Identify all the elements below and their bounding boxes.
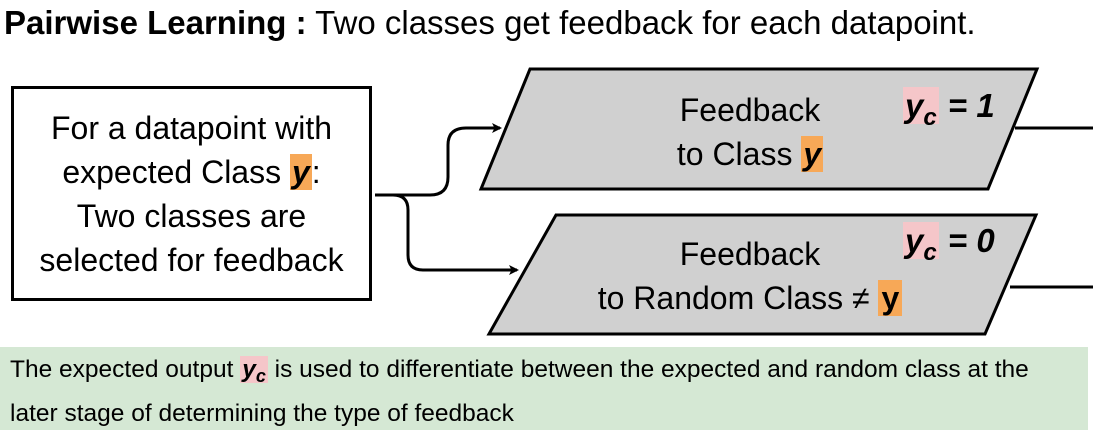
bottom-node-yc-value: = 0 bbox=[938, 222, 995, 259]
top-node-shape bbox=[478, 67, 1040, 191]
top-node-yc-tag: yc = 1 bbox=[903, 87, 995, 132]
arrow-to-top-node bbox=[375, 123, 502, 197]
top-node-label: Feedback to Class y bbox=[640, 88, 860, 176]
datapoint-line-4: selected for feedback bbox=[39, 241, 344, 278]
datapoint-line-2: expected Class y: bbox=[62, 150, 321, 194]
top-node-yc-value: = 1 bbox=[938, 87, 995, 124]
bottom-node-yc-highlight: yc bbox=[903, 222, 939, 266]
bottom-node-class-highlight: y bbox=[878, 280, 903, 316]
top-node-yc-var: y bbox=[905, 87, 924, 124]
bottom-node-yc-var: y bbox=[905, 222, 924, 259]
note-text-start: The expected output bbox=[10, 356, 241, 383]
bottom-node-line-1: Feedback bbox=[679, 236, 821, 272]
datapoint-line-3: Two classes are bbox=[76, 197, 307, 234]
arrow-to-bottom-node bbox=[375, 193, 519, 275]
datapoint-line-2-colon: : bbox=[311, 153, 321, 190]
top-node-line-2: to Class y bbox=[640, 132, 860, 176]
page-title: Pairwise Learning : Two classes get feed… bbox=[4, 4, 976, 42]
top-node-class-highlight: y bbox=[801, 136, 824, 172]
datapoint-box: For a datapoint with expected Class y: T… bbox=[11, 86, 372, 301]
bottom-node-yc-tag: yc = 0 bbox=[903, 222, 995, 267]
top-node-line-1: Feedback bbox=[679, 92, 821, 128]
top-node-line-2-text: to Class bbox=[676, 136, 802, 172]
class-variable-highlight: y bbox=[289, 153, 312, 190]
bottom-node-label: Feedback to Random Class ≠ y bbox=[560, 232, 940, 320]
explanation-note: The expected output yc is used to differ… bbox=[0, 347, 1088, 430]
note-yc-sub: c bbox=[255, 366, 266, 386]
title-rest: Two classes get feedback for each datapo… bbox=[315, 4, 976, 41]
note-yc-highlight: yc bbox=[240, 356, 268, 386]
datapoint-line-2-text: expected Class bbox=[62, 153, 290, 190]
bottom-node-yc-sub: c bbox=[923, 239, 937, 266]
title-bold: Pairwise Learning : bbox=[4, 4, 307, 41]
bottom-node-line-2-text: to Random Class ≠ bbox=[597, 280, 879, 316]
note-text-end: is used to differentiate between the exp… bbox=[10, 356, 1029, 427]
note-yc-var: y bbox=[242, 356, 256, 383]
top-node-yc-highlight: yc bbox=[903, 87, 939, 131]
datapoint-line-1: For a datapoint with bbox=[50, 109, 333, 146]
top-node-yc-sub: c bbox=[923, 104, 937, 131]
bottom-node-line-2: to Random Class ≠ y bbox=[560, 276, 940, 320]
